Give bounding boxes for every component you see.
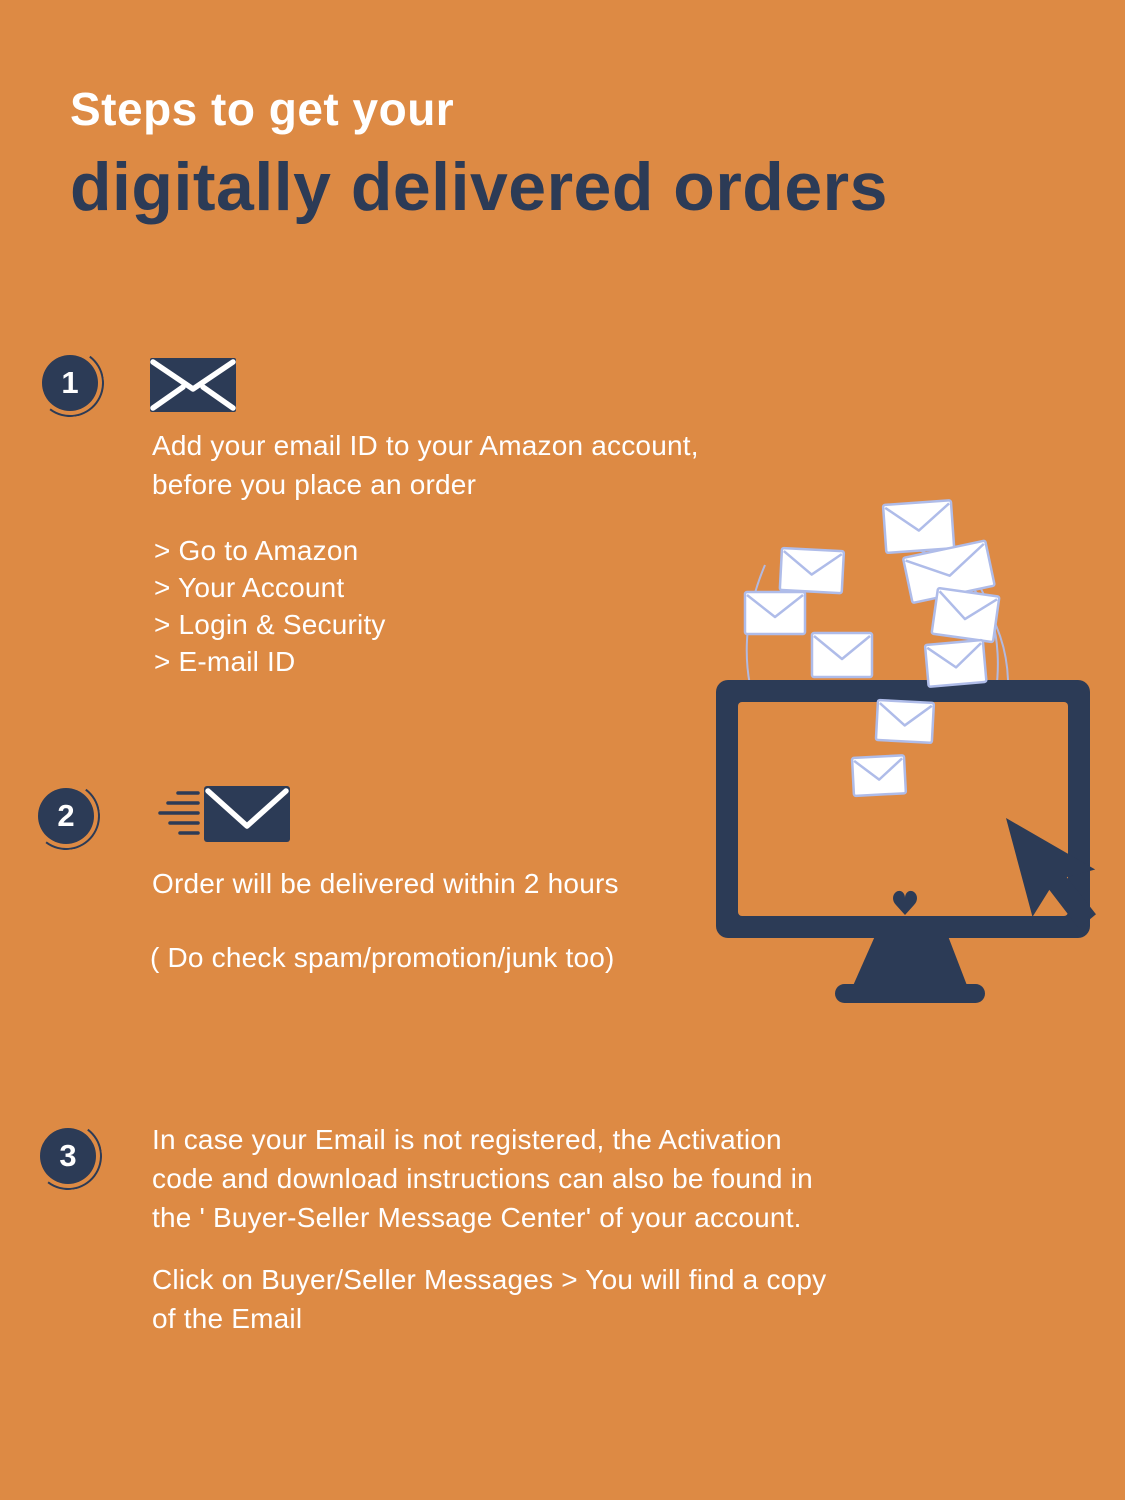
step-1-line: before you place an order xyxy=(152,469,477,500)
envelope-graphic xyxy=(923,638,988,688)
step-2-note: ( Do check spam/promotion/junk too) xyxy=(150,942,615,973)
fast-envelope-icon xyxy=(158,786,290,842)
page-title-line-2: digitally delivered orders xyxy=(70,149,888,225)
step-3-paragraph-1: In case your Email is not registered, th… xyxy=(152,1120,813,1237)
step-2-number: 2 xyxy=(57,798,75,833)
step-1-number-badge: 1 xyxy=(42,355,98,411)
envelope-graphic xyxy=(778,546,846,595)
step-3-paragraph-2: Click on Buyer/Seller Messages > You wil… xyxy=(152,1260,826,1338)
envelope-graphic xyxy=(874,698,936,745)
envelope-graphic xyxy=(930,587,1001,644)
list-item: > E-mail ID xyxy=(154,646,296,677)
step-3-number: 3 xyxy=(59,1138,77,1173)
step-3-line: code and download instructions can also … xyxy=(152,1163,813,1194)
envelope-graphic xyxy=(881,499,956,554)
list-item: > Your Account xyxy=(154,572,345,603)
step-3-number-badge: 3 xyxy=(40,1128,96,1184)
page-title-line-1: Steps to get your xyxy=(70,83,455,135)
mouse-cursor-icon xyxy=(1006,818,1096,929)
title-block: Steps to get your digitally delivered or… xyxy=(70,82,888,226)
step-3-line: Click on Buyer/Seller Messages > You wil… xyxy=(152,1264,827,1295)
step-3-line: the ' Buyer-Seller Message Center' of yo… xyxy=(152,1202,802,1233)
envelope-icon xyxy=(150,358,236,412)
flying-envelopes-graphic xyxy=(743,499,1001,798)
step-1-number: 1 xyxy=(61,365,79,400)
envelope-graphic xyxy=(850,754,908,798)
step-1-text: Add your email ID to your Amazon account… xyxy=(152,426,699,504)
envelope-graphic xyxy=(810,631,874,679)
step-3-line: In case your Email is not registered, th… xyxy=(152,1124,782,1155)
step-2-line: Order will be delivered within 2 hours xyxy=(152,868,619,899)
step-1-list: > Go to Amazon > Your Account > Login & … xyxy=(154,532,386,680)
step-2-number-badge: 2 xyxy=(38,788,94,844)
list-item: > Go to Amazon xyxy=(154,535,359,566)
list-item: > Login & Security xyxy=(154,609,386,640)
step-3-line: of the Email xyxy=(152,1303,303,1334)
step-2-text: Order will be delivered within 2 hours xyxy=(152,864,619,903)
computer-monitor-graphic xyxy=(716,680,1090,1003)
email-delivery-illustration xyxy=(716,499,1096,1003)
heart-icon xyxy=(893,890,917,915)
step-1-line: Add your email ID to your Amazon account… xyxy=(152,430,699,461)
envelope-graphic xyxy=(743,590,807,636)
